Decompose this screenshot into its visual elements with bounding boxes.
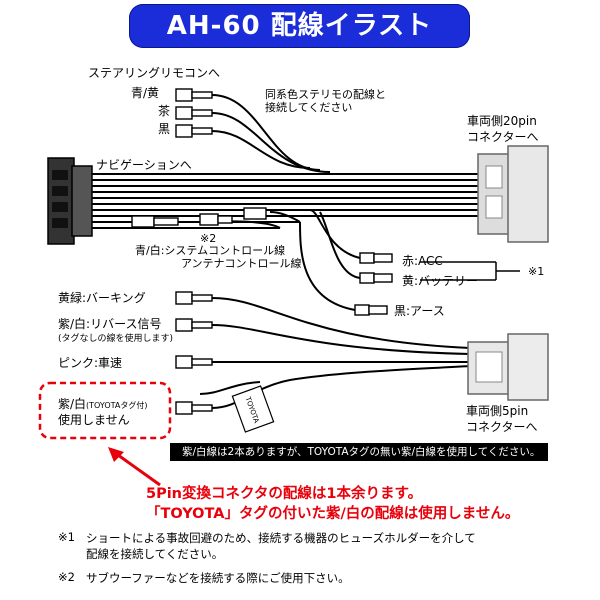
label-mark2: ※2 bbox=[200, 232, 217, 245]
label-system-ctrl: 青/白:システムコントロール線 bbox=[135, 244, 286, 257]
label-unused-1a: 紫/白 bbox=[58, 397, 87, 411]
label-car-5pin-1: 車両側5pin bbox=[466, 404, 529, 418]
footnote-2-mark: ※2 bbox=[58, 570, 75, 584]
label-reverse: 紫/白:リバース信号 bbox=[58, 317, 162, 331]
steering-terminals bbox=[175, 88, 213, 138]
page-title: AH-60 配線イラスト bbox=[129, 4, 470, 48]
unused-dashed-box bbox=[38, 381, 172, 440]
footnote-1-mark: ※1 bbox=[58, 530, 75, 544]
power-wires bbox=[299, 209, 361, 311]
label-same-color-2: 接続してください bbox=[265, 101, 353, 114]
label-parking: 黄緑:バーキング bbox=[58, 291, 146, 305]
label-car-5pin-2: コネクターへ bbox=[466, 420, 538, 434]
car-20pin-connector bbox=[477, 145, 549, 243]
label-navigation: ナビゲーションへ bbox=[96, 158, 192, 172]
label-same-color-1: 同系色ステリモの配線と bbox=[265, 88, 386, 101]
car-5pin-connector bbox=[467, 333, 549, 401]
label-car-20pin-2: コネクターへ bbox=[467, 130, 539, 144]
label-black-earth: 黒:アース bbox=[394, 304, 445, 318]
power-terminals bbox=[354, 252, 393, 316]
label-black: 黒 bbox=[158, 122, 171, 136]
note-bar: 紫/白線は2本ありますが、TOYOTAタグの無い紫/白線を使用してください。 bbox=[170, 443, 548, 461]
warning-line-1: 5Pin変換コネクタの配線は1本余ります。 bbox=[146, 486, 423, 502]
label-car-20pin-1: 車両側20pin bbox=[467, 114, 537, 128]
label-mark1: ※1 bbox=[528, 265, 545, 278]
footnote-2-line-1: サブウーファーなどを接続する際にご使用下さい。 bbox=[86, 571, 350, 585]
warning-line-2: 「TOYOTA」タグの付いた紫/白の配線は使用しません。 bbox=[146, 506, 520, 522]
label-yellow-battery: 黄:バッテリー bbox=[402, 274, 479, 288]
navigation-connector bbox=[47, 157, 93, 245]
steering-wires bbox=[211, 94, 331, 173]
label-steering: ステアリングリモコンへ bbox=[88, 66, 221, 80]
main-harness bbox=[92, 173, 480, 229]
footnote-1-line-2: 配線を接続してください。 bbox=[86, 547, 224, 561]
toyota-tag: TOYOTA bbox=[231, 385, 275, 433]
label-reverse-note: (タグなしの線を使用します) bbox=[58, 334, 174, 344]
label-red-acc: 赤:ACC bbox=[402, 254, 443, 268]
label-unused-1b: (TOYOTAタグ付) bbox=[86, 401, 148, 410]
system-control-terminals bbox=[131, 207, 267, 228]
footnote-1-line-1: ショートによる事故回避のため、接続する機器のヒューズホルダーを介して bbox=[86, 531, 476, 545]
red-arrow bbox=[108, 447, 161, 487]
label-unused-2: 使用しません bbox=[58, 413, 130, 427]
label-pink-speed: ピンク:車速 bbox=[58, 356, 123, 370]
system-control-wires bbox=[180, 211, 301, 229]
label-brown: 茶 bbox=[158, 104, 171, 118]
label-antenna-ctrl: アンテナコントロール線 bbox=[181, 257, 302, 270]
5pin-terminals bbox=[175, 291, 213, 415]
label-unused-1: 紫/白(TOYOTAタグ付) bbox=[58, 397, 148, 413]
label-blue-yellow: 青/黄 bbox=[131, 86, 160, 100]
